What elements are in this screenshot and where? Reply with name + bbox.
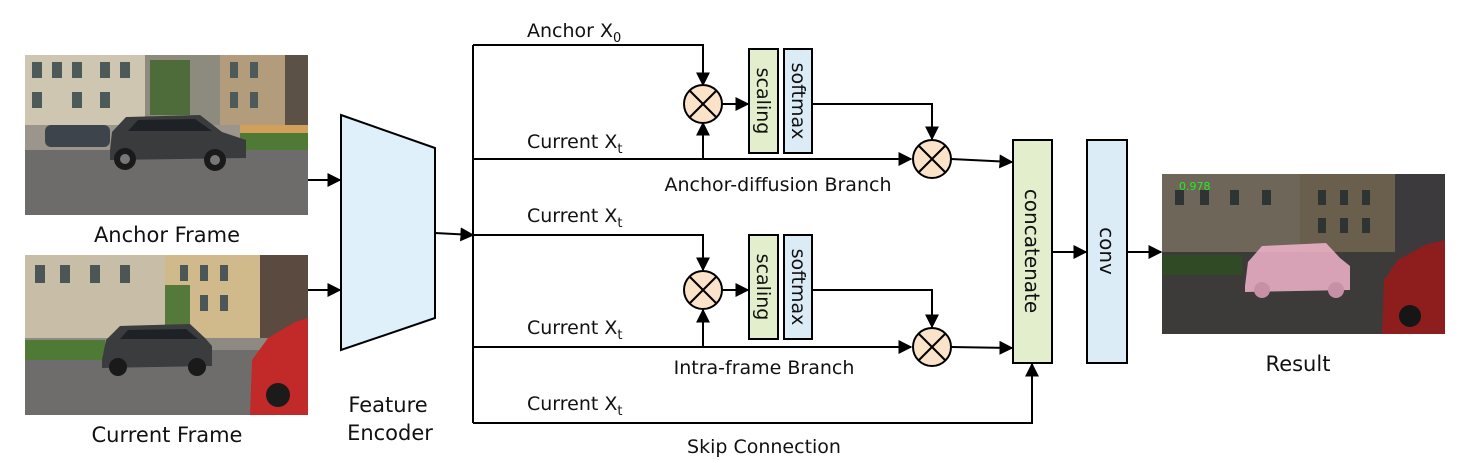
edge-label-current-xt-3: Current Xt: [527, 317, 623, 343]
scaling-label-top: scaling: [752, 68, 774, 135]
softmax-block-bottom: [783, 234, 813, 340]
softmax-block-top: [783, 48, 813, 154]
line-skip-connection: [473, 362, 1039, 424]
branch-label-anchor-diffusion: Anchor-diffusion Branch: [665, 174, 892, 196]
feature-encoder-label-line1: Feature: [348, 393, 427, 417]
result-photo: [1162, 174, 1445, 334]
current-frame-photo: [25, 255, 308, 415]
arrow-mult2-to-concat-bottom: [950, 340, 1014, 355]
arrow-mult2-to-concat-top: [950, 154, 1014, 169]
branch-label-skip-connection: Skip Connection: [687, 436, 841, 458]
branch-label-intra-frame: Intra-frame Branch: [674, 357, 855, 379]
arrow-softmax-to-mult2-top: [812, 103, 939, 141]
arrow-encoder-out: [434, 227, 475, 242]
edge-label-current-xt-4: Current Xt: [527, 393, 623, 419]
current-frame-caption: Current Frame: [92, 423, 243, 447]
line-current-xt-2: [473, 234, 710, 272]
edge-label-current-xt-1: Current Xt: [527, 131, 623, 157]
scaling-block-top: [748, 48, 779, 154]
feature-encoder-label-line2: Encoder: [347, 421, 433, 445]
softmax-label-top: softmax: [787, 63, 809, 140]
anchor-frame-photo: [25, 55, 308, 215]
result-caption: Result: [1266, 352, 1331, 376]
segmented-car-mask: [1245, 243, 1350, 292]
line-anchor-x0: [473, 44, 710, 87]
multiply-node-bottom: [683, 270, 723, 310]
softmax-label-bottom: softmax: [787, 249, 809, 326]
scaling-block-bottom: [748, 234, 779, 340]
multiply-node-top: [683, 84, 723, 124]
feature-encoder-block: [340, 113, 436, 352]
conv-block: [1086, 139, 1128, 364]
anchor-frame-caption: Anchor Frame: [94, 223, 240, 247]
edge-label-anchor-x0: Anchor X0: [527, 20, 621, 46]
scaling-label-bottom: scaling: [752, 254, 774, 321]
multiply-node-top-2: [912, 139, 952, 179]
concatenate-block: [1012, 139, 1053, 364]
result-confidence-score: 0.978: [1179, 180, 1211, 193]
multiply-node-bottom-2: [912, 327, 952, 367]
conv-label: conv: [1095, 227, 1119, 275]
concatenate-label: concatenate: [1020, 189, 1044, 313]
arrow-softmax-to-mult2-bottom: [812, 289, 939, 329]
edge-label-current-xt-2: Current Xt: [527, 205, 623, 231]
